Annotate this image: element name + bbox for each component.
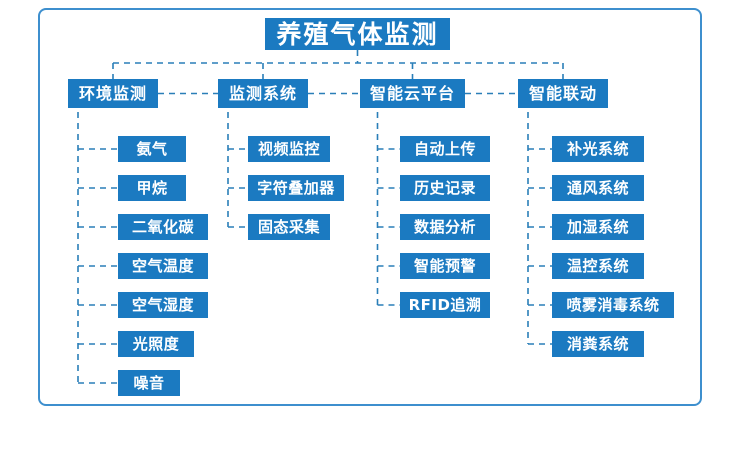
node-leaf-1-1[interactable]: 字符叠加器 [248, 175, 344, 201]
node-branch-3[interactable]: 智能联动 [518, 79, 608, 108]
node-leaf-3-1[interactable]: 通风系统 [552, 175, 644, 201]
node-leaf-2-2[interactable]: 数据分析 [400, 214, 490, 240]
node-leaf-2-3[interactable]: 智能预警 [400, 253, 490, 279]
node-branch-0[interactable]: 环境监测 [68, 79, 158, 108]
node-leaf-0-4[interactable]: 空气湿度 [118, 292, 208, 318]
node-leaf-0-3[interactable]: 空气温度 [118, 253, 208, 279]
node-leaf-1-0[interactable]: 视频监控 [248, 136, 330, 162]
node-title[interactable]: 养殖气体监测 [265, 18, 450, 50]
node-leaf-0-1[interactable]: 甲烷 [118, 175, 186, 201]
node-leaf-0-5[interactable]: 光照度 [118, 331, 194, 357]
node-leaf-3-5[interactable]: 消粪系统 [552, 331, 644, 357]
node-leaf-0-6[interactable]: 噪音 [118, 370, 180, 396]
node-leaf-3-4[interactable]: 喷雾消毒系统 [552, 292, 674, 318]
node-leaf-3-0[interactable]: 补光系统 [552, 136, 644, 162]
node-leaf-0-2[interactable]: 二氧化碳 [118, 214, 208, 240]
node-branch-2[interactable]: 智能云平台 [360, 79, 465, 108]
node-leaf-3-2[interactable]: 加湿系统 [552, 214, 644, 240]
node-leaf-2-0[interactable]: 自动上传 [400, 136, 490, 162]
node-leaf-0-0[interactable]: 氨气 [118, 136, 186, 162]
node-leaf-3-3[interactable]: 温控系统 [552, 253, 644, 279]
node-leaf-1-2[interactable]: 固态采集 [248, 214, 330, 240]
node-leaf-2-4[interactable]: RFID追溯 [400, 292, 490, 318]
node-leaf-2-1[interactable]: 历史记录 [400, 175, 490, 201]
node-branch-1[interactable]: 监测系统 [218, 79, 308, 108]
